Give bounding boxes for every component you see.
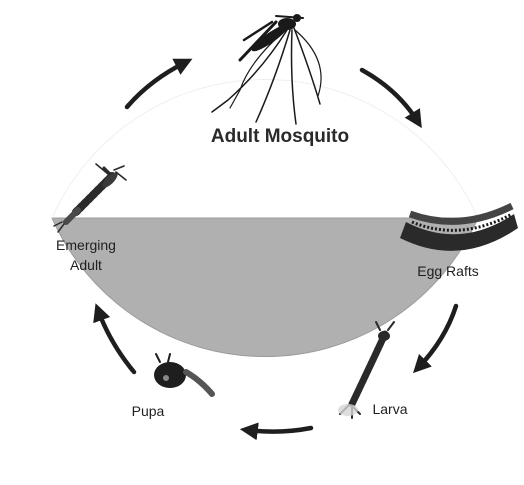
label-egg-rafts: Egg Rafts [417,263,478,279]
label-emerging-line1: Emerging [56,237,116,253]
label-pupa: Pupa [132,403,165,419]
arrow-to-larva [418,306,456,368]
arrow-to-emerging [98,310,134,372]
label-adult-mosquito: Adult Mosquito [211,126,349,147]
label-emerging-line2: Adult [70,257,102,273]
label-larva: Larva [372,401,407,417]
mosquito-icon [212,14,321,124]
arrow-to-egg-rafts [362,70,418,122]
arrow-to-adult [127,62,186,107]
pupa-icon [154,354,212,394]
arrow-to-pupa [247,428,311,432]
